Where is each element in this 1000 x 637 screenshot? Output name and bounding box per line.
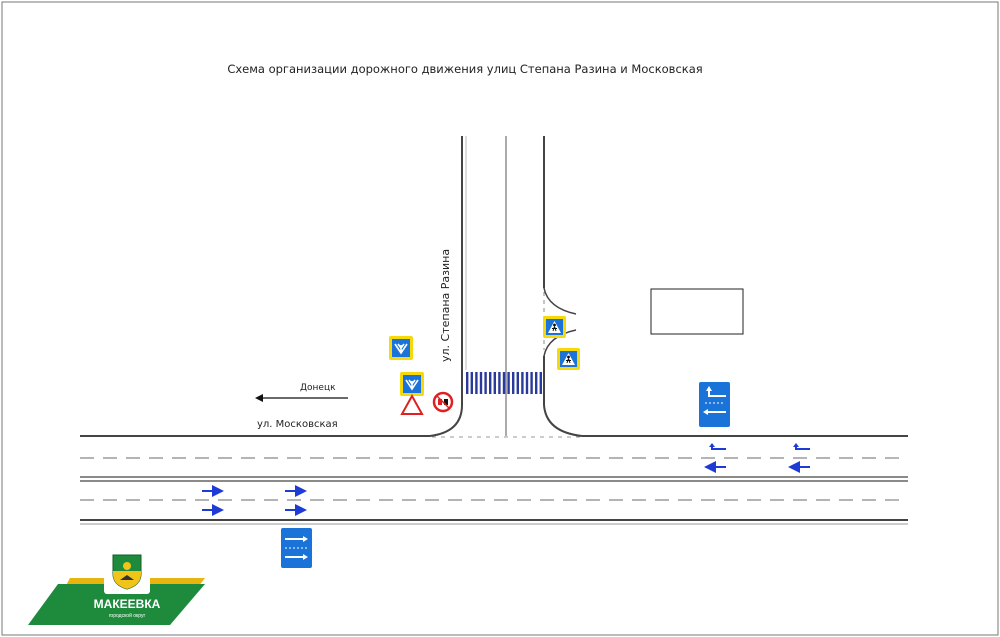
pedestrian-crosswalk (466, 372, 542, 394)
give-way-triangle-icon (400, 393, 424, 415)
street-name-stepana-razina: ул. Степана Разина (439, 249, 452, 362)
crosswalk-stripe (479, 372, 483, 394)
crosswalk-stripe (493, 372, 496, 394)
crosswalk-stripe (539, 372, 542, 394)
crosswalk-stripe (466, 372, 469, 394)
logo-ribbon-green (28, 584, 205, 625)
no-overtaking-sign-icon (432, 391, 454, 413)
lane-arrows (202, 443, 810, 516)
crosswalk-stripe (530, 372, 533, 394)
building-outline (650, 288, 744, 335)
crosswalk-stripe (507, 372, 510, 394)
logo-name: МАКЕЕВКА (94, 597, 161, 611)
street-name-moskovskaya: ул. Московская (257, 419, 338, 430)
crosswalk-stripe (535, 372, 538, 394)
main-road-sign-icon (400, 372, 424, 396)
coat-of-arms-icon (112, 554, 142, 590)
crosswalk-stripe (525, 372, 529, 394)
main-road-sign-icon (389, 336, 413, 360)
pedestrian-crossing-sign-icon (557, 348, 580, 370)
crosswalk-stripe (498, 372, 501, 394)
crosswalk-stripe (516, 372, 519, 394)
crosswalk-stripe (475, 372, 478, 394)
crosswalk-stripe (489, 372, 492, 394)
crosswalk-stripe (521, 372, 524, 394)
stepana-razina-street (429, 136, 583, 437)
crosswalk-stripe (470, 372, 473, 394)
moskovskaya-street (80, 435, 908, 525)
city-logo: МАКЕЕВКА городской округ (28, 548, 205, 625)
crosswalk-stripe (512, 372, 515, 394)
lane-direction-sign-icon (281, 528, 312, 568)
logo-subtitle: городской округ (109, 612, 146, 619)
crosswalk-stripe (484, 372, 487, 394)
direction-label: Донецк (300, 383, 336, 393)
diagram-title: Схема организации дорожного движения ули… (227, 62, 702, 76)
pedestrian-crossing-sign-icon (543, 316, 566, 338)
lane-direction-sign-icon (699, 382, 730, 427)
crosswalk-stripe (502, 372, 506, 394)
